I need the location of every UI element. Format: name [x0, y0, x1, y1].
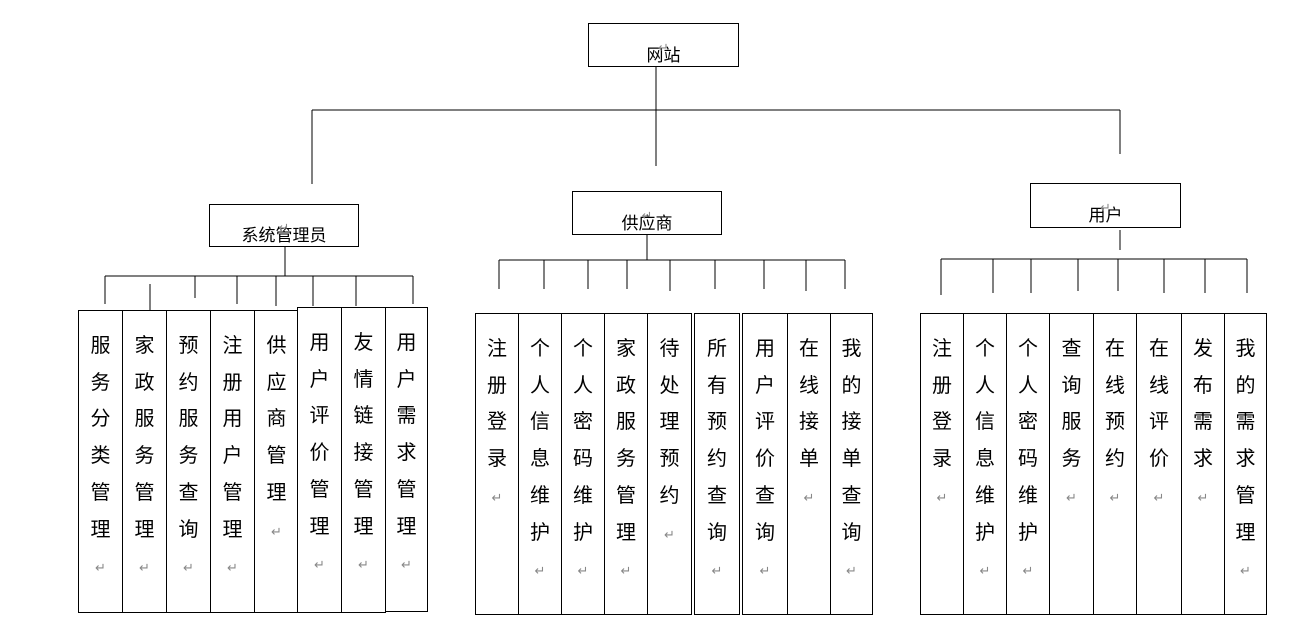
item-label: 服务分类管理↵ [90, 333, 111, 577]
root-label: 网站↵ [589, 41, 738, 66]
group-supplier-label: 供应商↵ [573, 209, 721, 234]
return-mark-icon: ↵ [1109, 490, 1121, 506]
supplier-item: 个人信息维护↵ [518, 313, 562, 615]
admin-item: 友情链接管理↵ [341, 307, 386, 613]
item-label: 查询服务↵ [1061, 336, 1082, 506]
item-label: 供应商管理↵ [266, 333, 287, 540]
supplier-item: 注册登录↵ [475, 313, 519, 615]
return-mark-icon: ↵ [620, 564, 632, 580]
return-mark-icon: ↵ [1153, 490, 1165, 506]
supplier-item: 用户评价查询↵ [742, 313, 788, 615]
item-label: 注册用户管理↵ [222, 333, 243, 577]
item-label: 个人密码维护↵ [1018, 336, 1038, 580]
group-supplier-node: 供应商↵ [572, 191, 722, 235]
item-label: 个人信息维护↵ [530, 336, 550, 580]
admin-item: 供应商管理↵ [254, 310, 299, 613]
return-mark-icon: ↵ [358, 558, 369, 574]
supplier-item: 在线接单↵ [787, 313, 831, 615]
item-label: 我的接单查询↵ [841, 336, 862, 580]
return-mark-icon: ↵ [846, 564, 857, 580]
return-mark-icon: ↵ [658, 41, 669, 56]
supplier-item: 我的接单查询↵ [830, 313, 873, 615]
supplier-item: 所有预约查询↵ [694, 313, 740, 615]
item-label: 我的需求管理↵ [1235, 336, 1256, 580]
user-item: 在线预约↵ [1093, 313, 1137, 615]
supplier-item: 个人密码维护↵ [561, 313, 605, 615]
item-label: 个人信息维护↵ [975, 336, 995, 580]
admin-item: 家政服务管理↵ [122, 310, 167, 613]
return-mark-icon: ↵ [664, 527, 675, 543]
return-mark-icon: ↵ [1066, 490, 1077, 506]
item-label: 发布需求↵ [1193, 336, 1213, 506]
return-mark-icon: ↵ [1240, 564, 1251, 580]
return-mark-icon: ↵ [641, 209, 653, 224]
return-mark-icon: ↵ [936, 490, 948, 506]
group-user-label: 用户↵ [1031, 201, 1180, 226]
return-mark-icon: ↵ [803, 490, 815, 506]
return-mark-icon: ↵ [278, 221, 290, 236]
user-item: 个人密码维护↵ [1006, 313, 1050, 615]
return-mark-icon: ↵ [979, 564, 991, 580]
admin-item: 用户需求管理↵ [385, 307, 428, 612]
user-item: 查询服务↵ [1049, 313, 1094, 615]
supplier-item: 待处理预约↵ [647, 313, 692, 615]
admin-item: 服务分类管理↵ [78, 310, 123, 613]
group-admin-label: 系统管理员↵ [210, 221, 358, 246]
admin-item: 注册用户管理↵ [210, 310, 255, 613]
return-mark-icon: ↵ [1022, 564, 1034, 580]
user-item: 注册登录↵ [920, 313, 964, 615]
return-mark-icon: ↵ [711, 564, 723, 580]
item-label: 家政服务管理↵ [134, 333, 155, 577]
return-mark-icon: ↵ [314, 558, 325, 574]
return-mark-icon: ↵ [1100, 201, 1111, 216]
item-label: 注册登录↵ [487, 336, 507, 506]
user-item: 发布需求↵ [1181, 313, 1225, 615]
item-label: 用户评价管理↵ [309, 330, 330, 574]
return-mark-icon: ↵ [401, 558, 412, 574]
user-item: 我的需求管理↵ [1224, 313, 1267, 615]
user-item: 在线评价↵ [1136, 313, 1182, 615]
return-mark-icon: ↵ [227, 561, 238, 577]
item-label: 友情链接管理↵ [353, 330, 374, 574]
return-mark-icon: ↵ [183, 561, 194, 577]
item-label: 用户评价查询↵ [755, 336, 775, 580]
item-label: 在线接单↵ [799, 336, 819, 506]
return-mark-icon: ↵ [534, 564, 546, 580]
item-label: 所有预约查询↵ [707, 336, 727, 580]
return-mark-icon: ↵ [139, 561, 150, 577]
return-mark-icon: ↵ [271, 524, 282, 540]
item-label: 在线预约↵ [1105, 336, 1125, 506]
supplier-item: 家政服务管理↵ [604, 313, 648, 615]
item-label: 在线评价↵ [1149, 336, 1169, 506]
admin-item: 用户评价管理↵ [297, 307, 342, 613]
user-item: 个人信息维护↵ [963, 313, 1007, 615]
item-label: 用户需求管理↵ [396, 330, 417, 574]
group-admin-node: 系统管理员↵ [209, 204, 359, 247]
return-mark-icon: ↵ [577, 564, 589, 580]
root-node: 网站↵ [588, 23, 739, 67]
item-label: 待处理预约↵ [659, 336, 680, 543]
admin-item: 预约服务查询↵ [166, 310, 211, 613]
return-mark-icon: ↵ [1197, 490, 1209, 506]
return-mark-icon: ↵ [95, 561, 106, 577]
item-label: 注册登录↵ [932, 336, 952, 506]
return-mark-icon: ↵ [759, 564, 771, 580]
return-mark-icon: ↵ [491, 490, 503, 506]
item-label: 家政服务管理↵ [616, 336, 636, 580]
item-label: 个人密码维护↵ [573, 336, 593, 580]
group-user-node: 用户↵ [1030, 183, 1181, 228]
item-label: 预约服务查询↵ [178, 333, 199, 577]
